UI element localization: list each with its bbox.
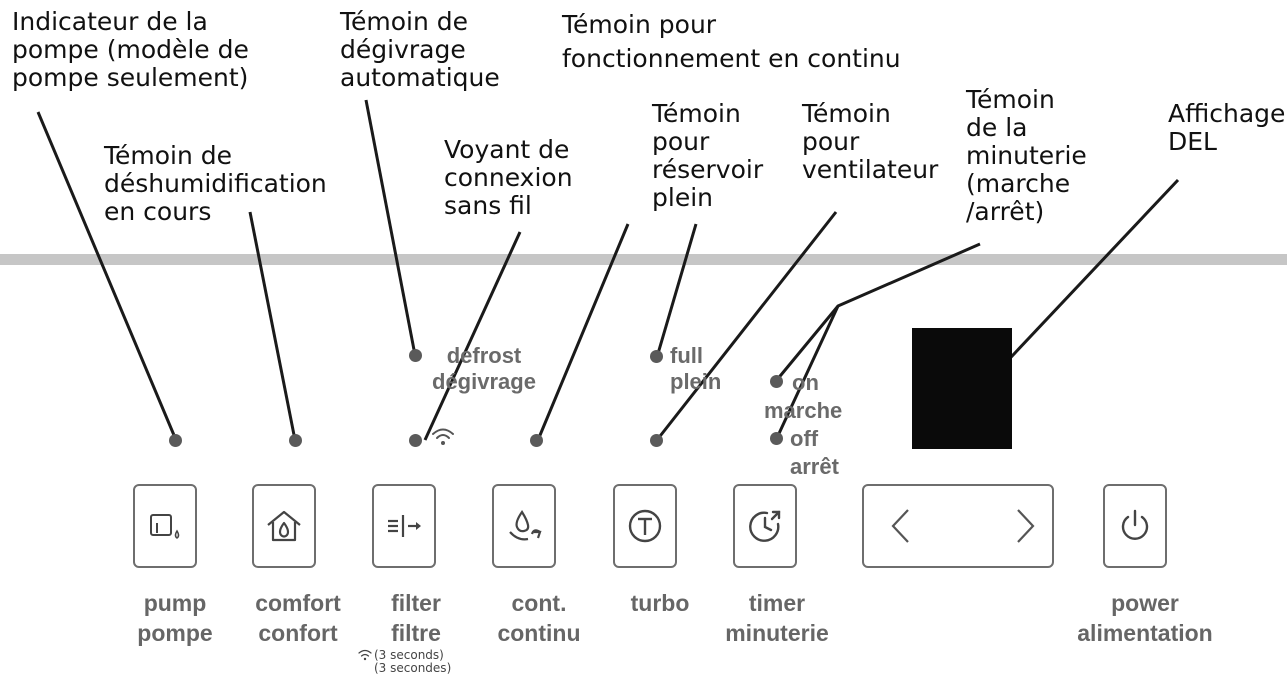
filter-icon <box>388 515 421 537</box>
defrost-indicator-label: defrost dégivrage <box>432 343 536 394</box>
pump-button-label: pump pompe <box>137 590 213 646</box>
defrost-indicator-dot <box>409 349 422 362</box>
filter-hold-note: (3 seconds) (3 secondes) <box>374 648 452 675</box>
comfort-button[interactable] <box>252 484 316 568</box>
fan-callout: Témoin pour ventilateur <box>802 99 939 184</box>
comfort-button-label: comfort confort <box>255 590 341 646</box>
dehumidification-callout: Témoin de déshumidification en cours <box>104 141 327 226</box>
filter-button[interactable] <box>372 484 436 568</box>
continuous-callout: Témoin pour fonctionnement en continu <box>562 10 901 73</box>
chevron-left-icon[interactable] <box>888 506 912 546</box>
leader-fan <box>655 211 838 441</box>
power-button[interactable] <box>1103 484 1167 568</box>
full-indicator-label: full plein <box>670 343 722 394</box>
filter-button-label: filter filtre <box>391 590 441 646</box>
wifi-small-icon <box>358 649 372 661</box>
timer-off-label: off arrêt <box>790 426 839 479</box>
timer-button-label: timer minuterie <box>725 590 829 646</box>
continuous-button[interactable] <box>492 484 556 568</box>
turbo-icon <box>628 509 662 543</box>
wifi-indicator-dot <box>409 434 422 447</box>
timer-on-label: on marche <box>764 370 843 423</box>
arrow-buttons <box>862 484 1054 568</box>
leader-wifi <box>423 231 522 441</box>
continuous-button-label: cont. continu <box>497 590 581 646</box>
house-drop-icon <box>267 510 301 542</box>
dehumidification-indicator-dot <box>289 434 302 447</box>
turbo-button[interactable] <box>613 484 677 568</box>
timer-callout: Témoin de la minuterie (marche /arrêt) <box>966 85 1087 226</box>
wifi-icon <box>432 428 454 445</box>
continuous-drop-icon <box>509 510 542 541</box>
power-icon <box>1121 509 1149 540</box>
timer-on-indicator-dot <box>770 375 783 388</box>
pump-icon <box>150 514 180 539</box>
leader-display <box>978 178 1180 392</box>
display-callout: Affichage DEL <box>1168 99 1286 156</box>
chevron-right-icon[interactable] <box>1014 506 1038 546</box>
fan-indicator-dot <box>650 434 663 447</box>
timer-icon <box>749 510 781 542</box>
pump-indicator-dot <box>169 434 182 447</box>
pump-indicator-callout: Indicateur de la pompe (modèle de pompe … <box>12 7 249 92</box>
turbo-button-label: turbo <box>630 590 690 616</box>
timer-off-indicator-dot <box>770 432 783 445</box>
full-indicator-dot <box>650 350 663 363</box>
panel-divider <box>0 254 1287 265</box>
continuous-indicator-dot <box>530 434 543 447</box>
auto-defrost-callout: Témoin de dégivrage automatique <box>340 7 500 92</box>
leader-full <box>655 223 698 358</box>
leader-defrost <box>364 99 417 356</box>
pump-button[interactable] <box>133 484 197 568</box>
leader-pump <box>36 111 178 441</box>
leader-dehumidification <box>248 211 297 441</box>
tank-full-callout: Témoin pour réservoir plein <box>652 99 764 212</box>
timer-button[interactable] <box>733 484 797 568</box>
leader-continuous <box>536 223 630 441</box>
leader-timer-off <box>774 305 840 441</box>
power-button-label: power alimentation <box>1077 590 1213 646</box>
wifi-callout: Voyant de connexion sans fil <box>444 135 573 220</box>
led-display <box>912 328 1012 449</box>
